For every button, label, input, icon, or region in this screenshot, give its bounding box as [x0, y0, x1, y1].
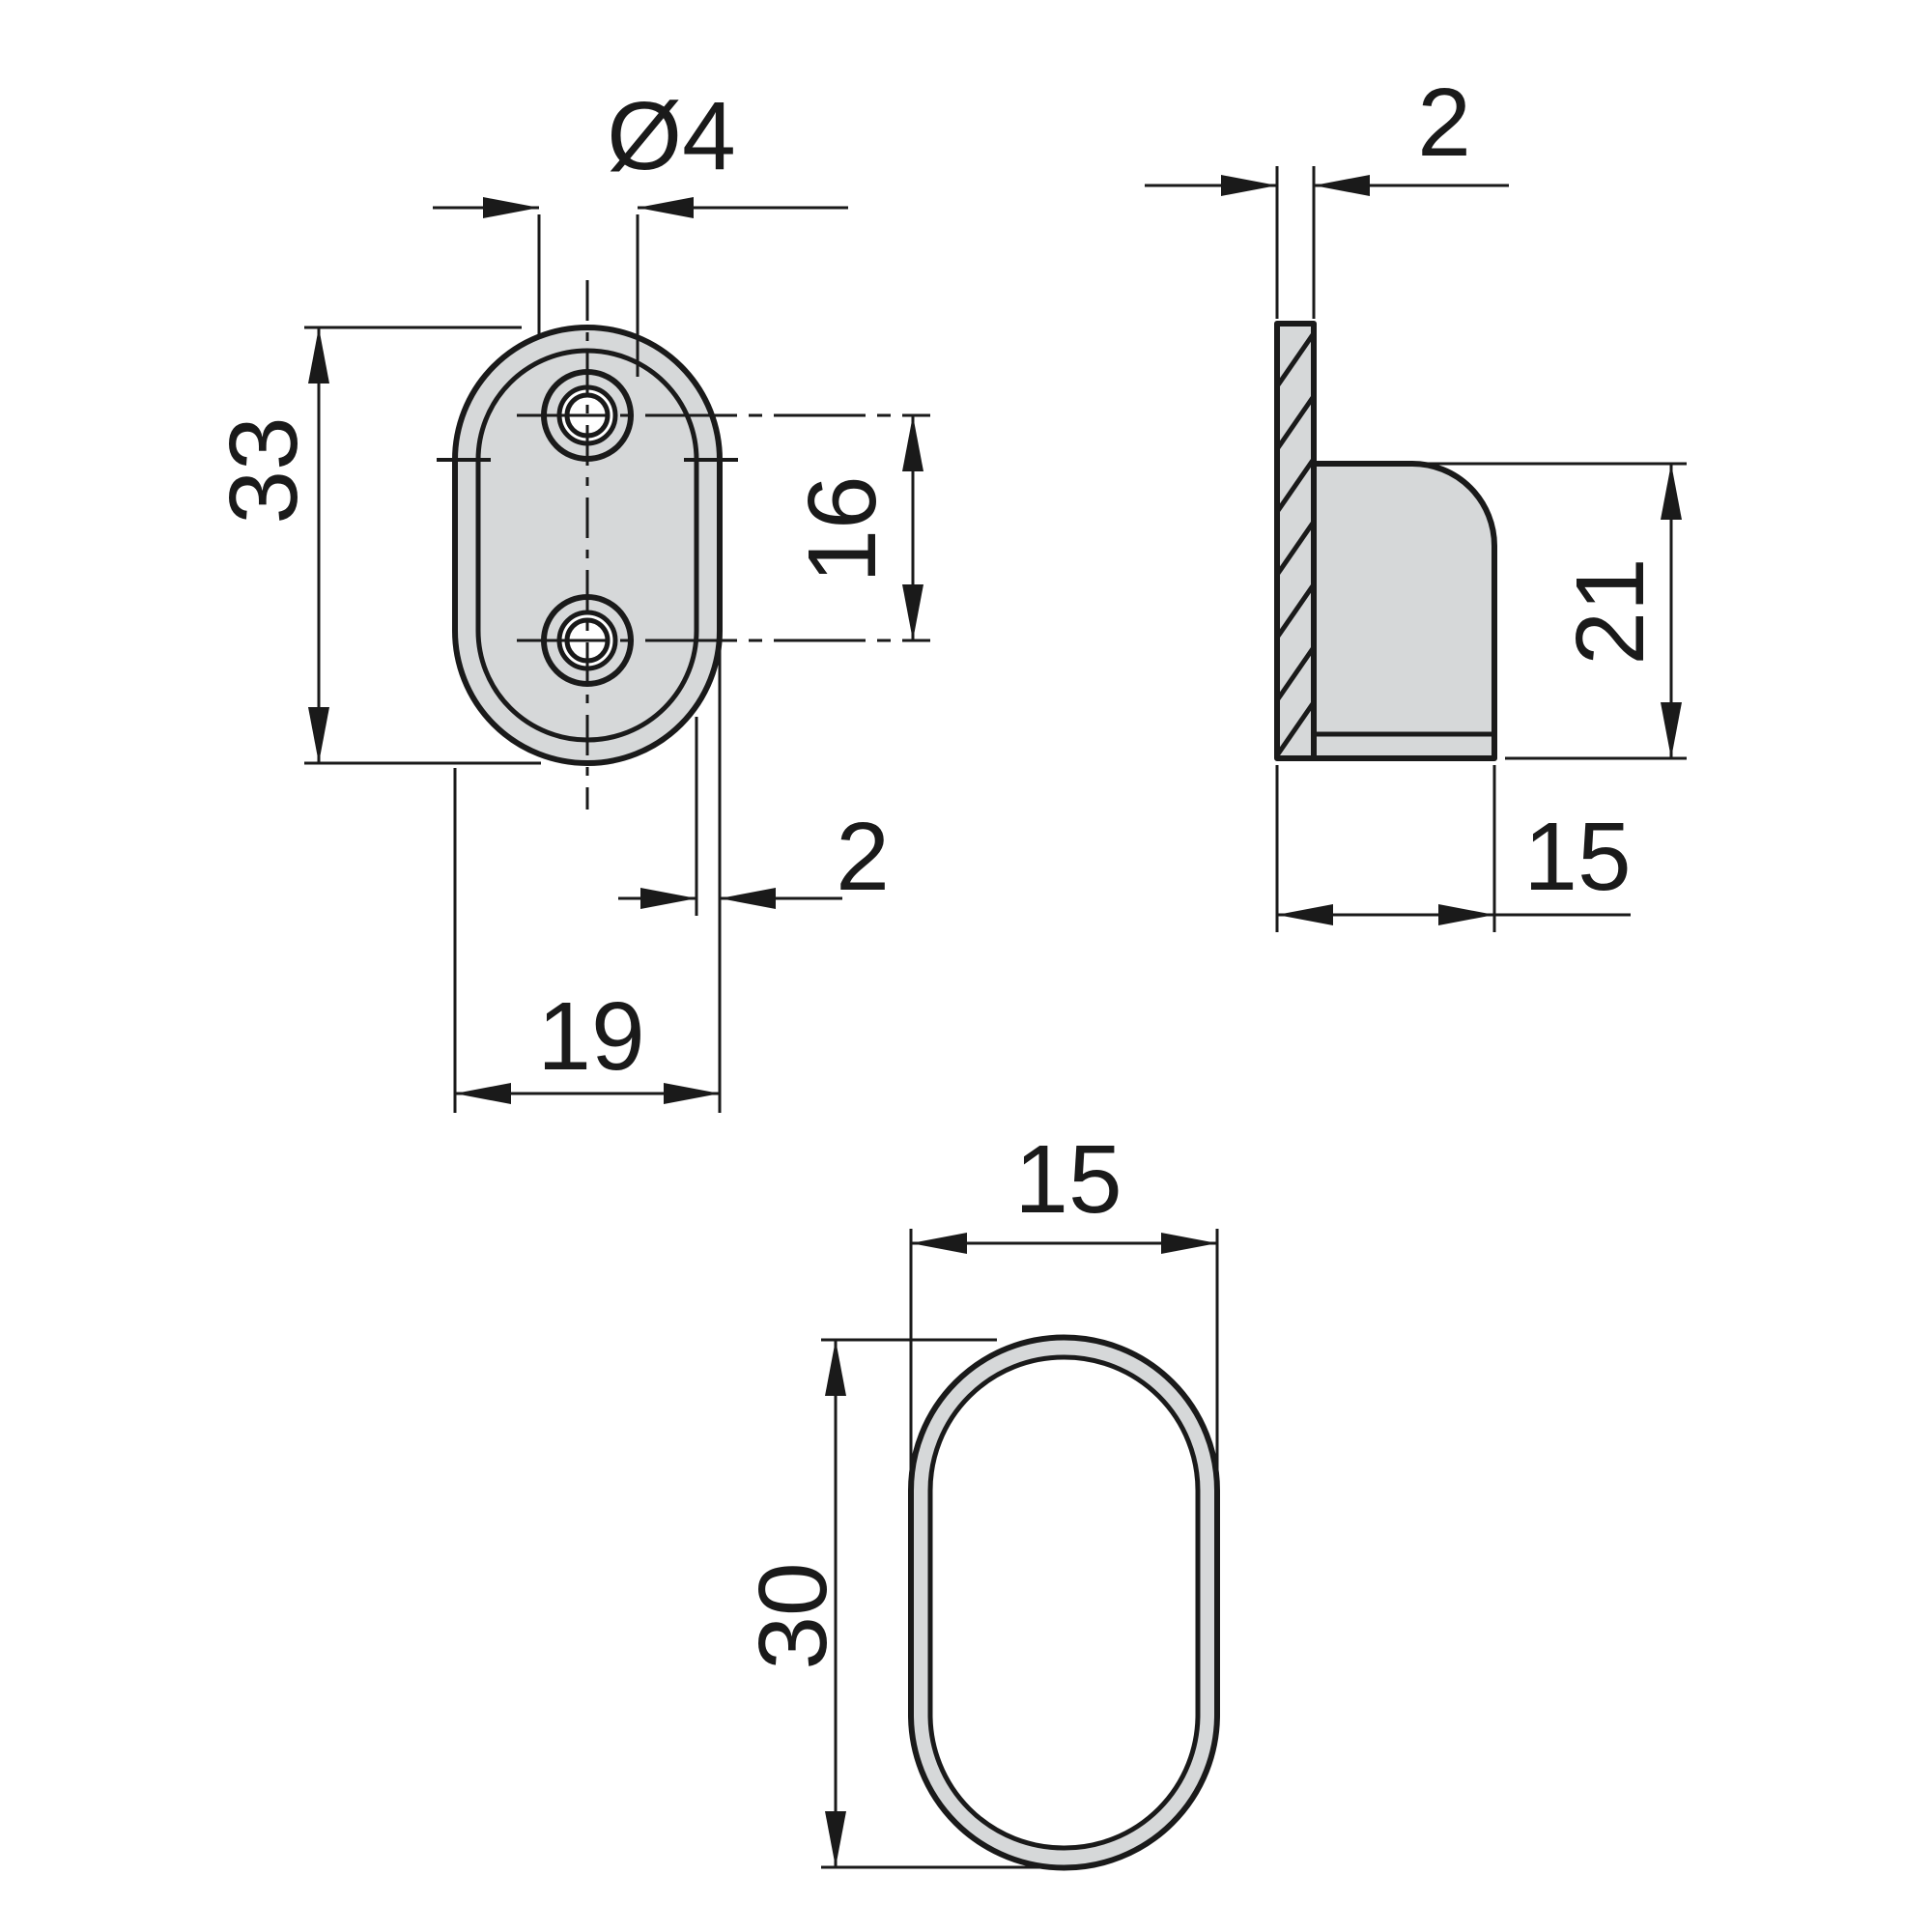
- dim-front-overall-height: 33: [210, 326, 541, 765]
- dim-side-body-depth: 15: [1275, 765, 1632, 932]
- dim-front-overall-width: 19: [453, 642, 722, 1113]
- dim-tube-width: 15: [909, 1125, 1219, 1483]
- side-back-plate-section: [1274, 321, 1317, 761]
- dim-front-hole-diameter: Ø4: [433, 82, 848, 377]
- arrowhead: [720, 888, 776, 909]
- side-body-contour: [1311, 461, 1497, 761]
- arrowhead: [1661, 702, 1682, 758]
- tube-inner-contour: [927, 1354, 1201, 1851]
- dim-label-plate-thickness: 2: [1417, 69, 1471, 177]
- dim-label-edge-offset: 2: [836, 803, 890, 911]
- dim-label-tube-width: 15: [1014, 1125, 1122, 1234]
- arrowhead: [825, 1340, 846, 1396]
- hatch-line: [1274, 331, 1317, 388]
- tube-section-view: 15 30: [739, 1125, 1220, 1871]
- arrowhead: [902, 584, 923, 640]
- arrowhead: [911, 1233, 967, 1254]
- hatch-line: [1274, 645, 1317, 702]
- arrowhead: [1661, 464, 1682, 520]
- dim-side-body-height: 21: [1412, 462, 1687, 760]
- arrowhead: [1161, 1233, 1217, 1254]
- arrowhead: [640, 888, 696, 909]
- arrowhead: [1277, 904, 1333, 925]
- arrowhead: [308, 707, 329, 763]
- arrowhead: [483, 197, 539, 218]
- arrowhead: [1314, 175, 1370, 196]
- hatch-line: [1274, 457, 1317, 514]
- dim-label-body-height: 21: [1556, 557, 1664, 665]
- arrowhead: [638, 197, 694, 218]
- side-view: 2 21 15: [1145, 69, 1687, 932]
- arrowhead: [1221, 175, 1277, 196]
- front-plate-outer-contour: [452, 325, 723, 766]
- hatch-line: [1274, 582, 1317, 639]
- arrowhead: [902, 415, 923, 471]
- arrowhead: [825, 1811, 846, 1867]
- hatch-line: [1274, 394, 1317, 451]
- dim-front-hole-spacing: 16: [788, 415, 923, 640]
- dim-front-edge-offset: 2: [618, 717, 890, 916]
- dim-side-plate-thickness: 2: [1145, 69, 1509, 319]
- front-view: Ø4 33 16 2: [210, 82, 930, 1113]
- arrowhead: [455, 1083, 511, 1104]
- dim-label-body-depth: 15: [1523, 803, 1631, 911]
- dim-tube-height: 30: [739, 1338, 1061, 1869]
- arrowhead: [664, 1083, 720, 1104]
- hatch-line: [1274, 700, 1317, 757]
- dim-label-overall-width: 19: [537, 982, 644, 1091]
- dim-label-overall-height: 33: [210, 416, 318, 524]
- arrowhead: [1438, 904, 1494, 925]
- dim-label-hole-diameter: Ø4: [607, 82, 735, 190]
- arrowhead: [308, 327, 329, 384]
- dim-label-hole-spacing: 16: [788, 475, 896, 582]
- hatch-line: [1274, 520, 1317, 577]
- dim-label-tube-height: 30: [739, 1562, 847, 1669]
